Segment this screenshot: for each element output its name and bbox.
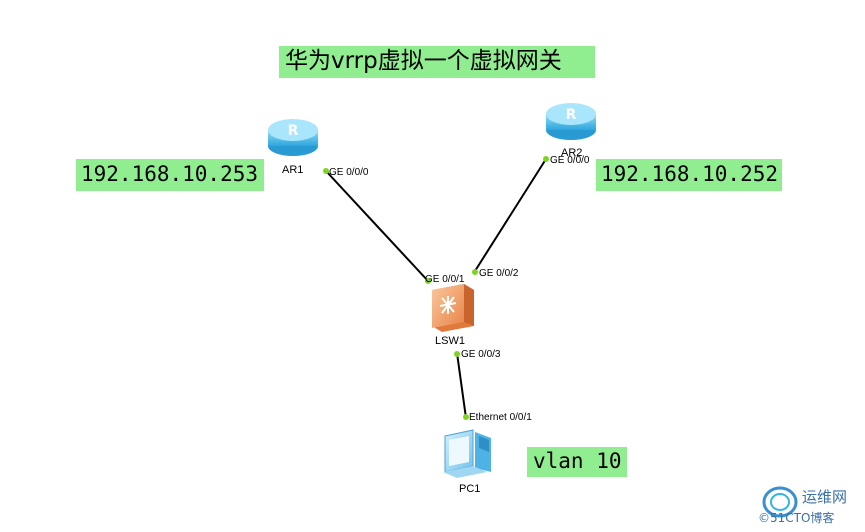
port-label-lsw1-ge003: GE 0/0/3 [461, 349, 501, 360]
pc-icon[interactable] [443, 429, 491, 478]
device-label-ar1: AR1 [282, 164, 303, 176]
vlan-label: vlan 10 [527, 447, 627, 477]
device-label-pc1: PC1 [459, 483, 480, 495]
port-dot [323, 168, 329, 174]
port-label-ar2-ge000: GE 0/0/0 [550, 155, 590, 166]
watermark-text-top: 运维网 [802, 488, 847, 506]
port-dot [454, 351, 460, 357]
link-ar1-lsw1 [325, 170, 430, 283]
port-label-lsw1-ge001: GE 0/0/1 [425, 274, 465, 285]
ip-label-ar2: 192.168.10.252 [596, 159, 782, 191]
diagram-title: 华为vrrp虚拟一个虚拟网关 [279, 46, 595, 78]
switch-icon[interactable] [432, 284, 474, 332]
port-label-ar1-ge000: GE 0/0/0 [329, 167, 369, 178]
device-label-lsw1: LSW1 [435, 335, 465, 347]
port-label-lsw1-ge002: GE 0/0/2 [479, 268, 519, 279]
svg-text:R: R [566, 107, 577, 123]
port-dot [472, 269, 478, 275]
port-dot [543, 156, 549, 162]
ip-label-ar1: 192.168.10.253 [76, 159, 264, 191]
svg-text:R: R [288, 123, 299, 139]
link-ar2-lsw1 [474, 158, 547, 272]
port-dot [425, 278, 431, 284]
watermark-logo: 运维网 ©51CTO博客 [758, 486, 847, 525]
device-label-ar2: AR2 [561, 147, 582, 159]
router-icon[interactable]: R [268, 119, 318, 156]
port-dot [463, 414, 469, 420]
link-lsw1-pc1 [456, 352, 467, 419]
port-label-pc1-eth001: Ethernet 0/0/1 [469, 412, 532, 423]
watermark-text-bottom: ©51CTO博客 [758, 510, 834, 525]
router-icon[interactable]: R [546, 103, 596, 140]
